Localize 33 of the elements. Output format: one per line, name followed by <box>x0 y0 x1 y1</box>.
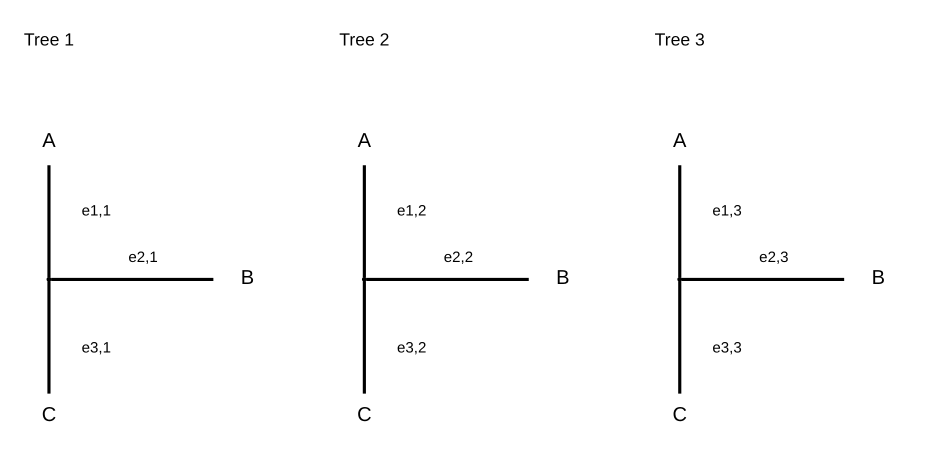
connector <box>47 281 51 394</box>
connector <box>47 164 51 277</box>
edge-label: e3,3 <box>712 338 742 356</box>
connector <box>366 277 529 280</box>
connector <box>362 164 366 277</box>
node-text: C <box>42 404 56 426</box>
edge-label: e1,3 <box>712 202 742 219</box>
node-text: A <box>673 130 686 152</box>
edge-label: e2,3 <box>759 248 789 266</box>
node-point <box>677 276 682 282</box>
node-text: B <box>240 266 254 289</box>
label: Tree 2 <box>339 28 390 49</box>
node-point <box>46 276 52 282</box>
node-text: B <box>872 266 885 289</box>
node-point <box>362 276 367 282</box>
connector <box>678 281 682 394</box>
edge-label: e3,2 <box>397 338 426 356</box>
connector <box>362 281 366 394</box>
node-text: C <box>672 404 688 426</box>
node-text: C <box>357 404 372 426</box>
node-text: B <box>556 266 570 289</box>
edge-label: e2,1 <box>128 248 158 266</box>
connector <box>51 277 214 280</box>
label: Tree 3 <box>654 28 705 49</box>
node-text: A <box>358 130 372 152</box>
edge-label: e1,1 <box>82 202 111 219</box>
connector <box>678 164 682 277</box>
edge-label: e1,2 <box>397 202 426 219</box>
edge-label: e2,2 <box>444 248 474 266</box>
edge-label: e3,1 <box>82 338 111 356</box>
connector <box>682 277 844 280</box>
label: Tree 1 <box>24 28 74 49</box>
node-text: A <box>42 130 56 152</box>
